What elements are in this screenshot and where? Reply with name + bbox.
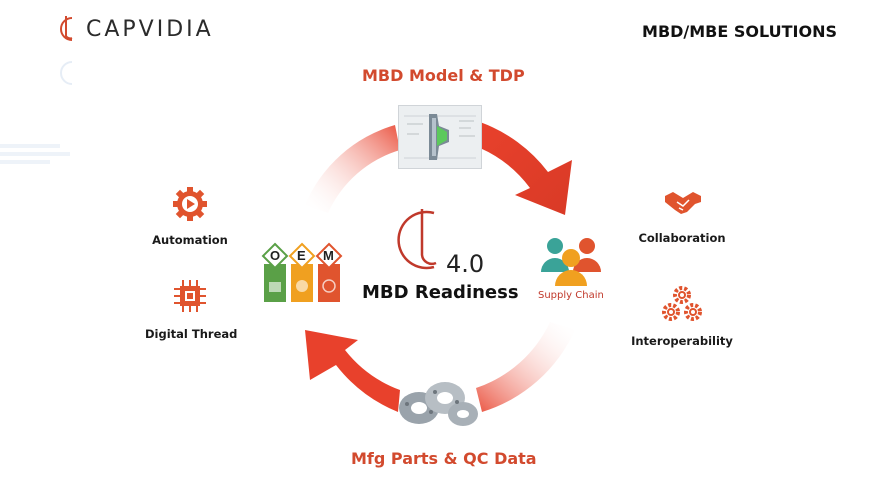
faint-logo-icon — [60, 61, 73, 85]
oem-letter-o: O — [270, 248, 281, 263]
automation-label: Automation — [152, 233, 228, 247]
center-title: MBD Readiness — [362, 282, 519, 303]
center-version: 4.0 — [446, 250, 485, 278]
oem-letter-m: M — [323, 248, 334, 263]
supply-chain-label: Supply Chain — [538, 290, 604, 301]
arc-bottom-right — [476, 322, 575, 412]
digital-thread-label: Digital Thread — [145, 327, 238, 341]
handshake-icon — [663, 188, 703, 218]
faint-decoration — [0, 140, 72, 180]
arrow-top-right — [480, 122, 572, 215]
flange-parts-icon — [399, 382, 478, 426]
gear-play-icon — [171, 185, 209, 223]
people-group-icon — [541, 238, 601, 286]
cad-drawing-image — [398, 105, 482, 169]
capvidia-large-logo-icon — [397, 209, 437, 270]
supply-chain-graphic — [538, 236, 608, 288]
capvidia-logo-icon — [60, 16, 73, 41]
cad-part-icon — [404, 114, 476, 160]
center-logo — [390, 205, 500, 275]
brand-name: CAPVIDIA — [86, 16, 214, 42]
gears-icon — [661, 285, 703, 323]
solutions-heading: MBD/MBE SOLUTIONS — [642, 22, 837, 41]
collaboration-label: Collaboration — [638, 231, 726, 245]
chip-icon — [172, 278, 208, 314]
brand-logo: CAPVIDIA — [52, 14, 214, 44]
cycle-top-label: MBD Model & TDP — [362, 66, 525, 85]
oem-letter-e: E — [297, 248, 306, 263]
flanges-image — [395, 372, 480, 432]
oem-graphic: O E M — [260, 242, 344, 304]
arc-top-left — [305, 125, 400, 213]
cycle-bottom-label: Mfg Parts & QC Data — [351, 449, 537, 468]
interoperability-label: Interoperability — [631, 334, 733, 348]
arrow-bottom-left — [305, 330, 400, 412]
oem-icon — [261, 242, 343, 302]
